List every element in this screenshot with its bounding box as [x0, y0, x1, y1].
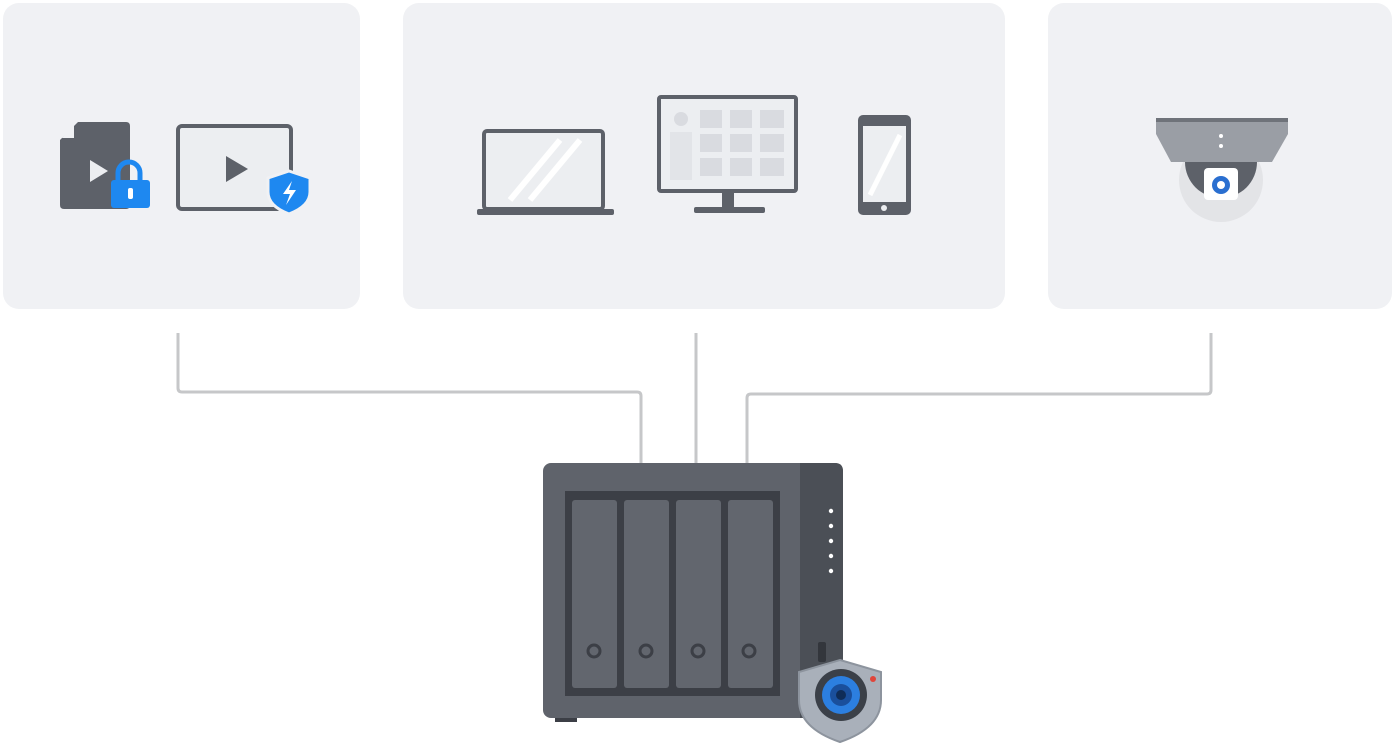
drive-bay	[676, 500, 721, 688]
nas-server-icon	[543, 463, 843, 722]
connector-right	[745, 333, 1213, 463]
surveillance-station-badge-icon	[798, 658, 882, 744]
desktop-monitor-icon	[657, 95, 798, 213]
connector-left	[176, 333, 643, 463]
drive-bay	[624, 500, 669, 688]
locked-video-file-icon	[60, 122, 150, 209]
drive-bay	[728, 500, 773, 688]
laptop-icon	[477, 129, 614, 215]
drive-bay	[572, 500, 617, 688]
smartphone-icon	[858, 115, 911, 215]
dome-camera-icon	[1156, 118, 1288, 222]
protected-video-player-icon	[176, 124, 312, 216]
status-leds	[828, 508, 834, 574]
